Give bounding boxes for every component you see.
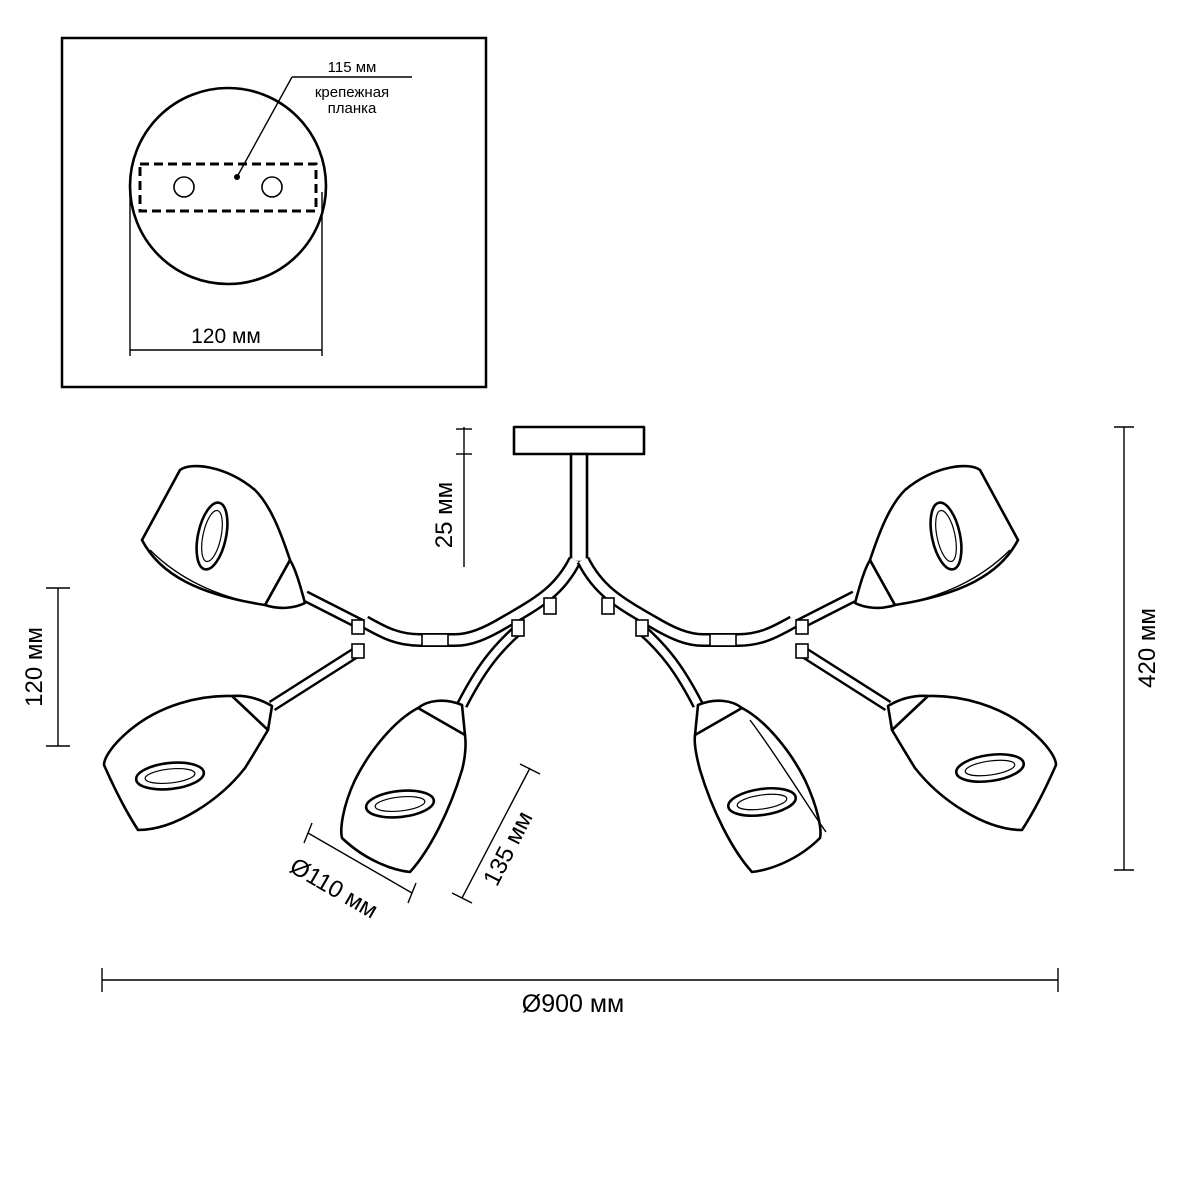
- shade-center-right: [693, 699, 827, 874]
- dim-stem-height: 25 мм: [431, 427, 472, 567]
- plate-name-label-line2: планка: [328, 100, 377, 117]
- mounting-plate-outline: [138, 162, 318, 213]
- dim-shade-height: 120 мм: [21, 587, 70, 747]
- screw-hole-right: [261, 176, 283, 198]
- arms: [268, 556, 892, 712]
- center-stem: [569, 452, 589, 564]
- plate-name-label-line1: крепежная: [315, 84, 389, 101]
- shade-upper-left: [140, 464, 307, 610]
- shade-lower-left: [102, 694, 274, 832]
- ceiling-canopy: [512, 425, 646, 456]
- shade-upper-right: [853, 464, 1020, 610]
- fixture: [102, 425, 1058, 874]
- overall-diameter-label: Ø900 мм: [522, 990, 624, 1018]
- ceiling-base-circle: [128, 86, 328, 286]
- screw-hole-left: [173, 176, 195, 198]
- shade-lower-right: [886, 694, 1058, 832]
- mounting-plate-inset: 115 мм крепежная планка 120 мм: [60, 36, 488, 389]
- dim-overall-diameter: Ø900 мм: [101, 968, 1059, 1018]
- dim-shade-length: 135 мм: [451, 763, 541, 904]
- total-height-label: 420 мм: [1134, 608, 1161, 688]
- shade-center-left: [340, 699, 467, 874]
- plate-size-label: 115 мм: [328, 59, 377, 76]
- dim-total-height: 420 мм: [1114, 426, 1161, 871]
- base-diameter-label: 120 мм: [191, 325, 261, 348]
- shade-height-label: 120 мм: [21, 627, 48, 707]
- plate-leader-line: [236, 76, 293, 178]
- shade-diameter-label: Ø110 мм: [285, 853, 382, 925]
- stem-height-label: 25 мм: [431, 482, 458, 548]
